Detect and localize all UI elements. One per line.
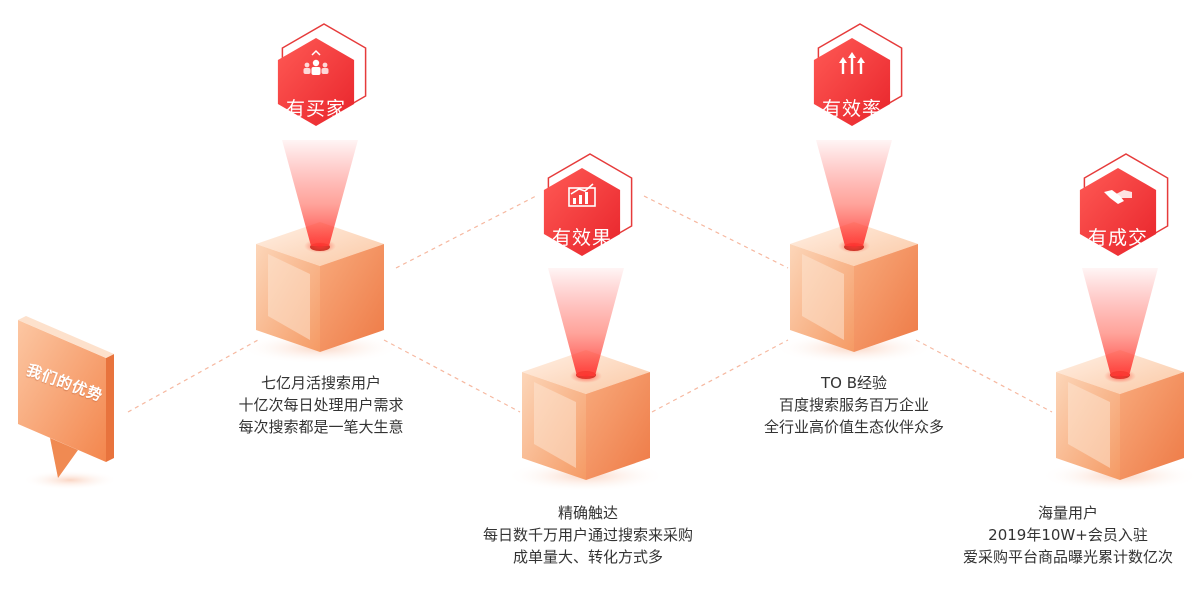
- hexagon-4: [1079, 153, 1169, 256]
- beam-cone: [282, 140, 358, 246]
- connector-lines: [127, 195, 1053, 413]
- caption-line: 2019年10W+会员入驻: [988, 526, 1148, 544]
- cube-inner-panel: [534, 382, 576, 468]
- hexagon-fill: [543, 168, 621, 256]
- hexagon-fill: [1079, 168, 1157, 256]
- caption-line: 精确触达: [557, 504, 618, 522]
- hexagon-fill: [277, 38, 355, 126]
- hex-label-deals: 有成交: [1087, 227, 1148, 249]
- caption-line: 十亿次每日处理用户需求: [238, 396, 404, 414]
- hexagons-layer: [277, 23, 1169, 256]
- cube-4: [1040, 350, 1200, 492]
- beam-glow: [1104, 369, 1136, 383]
- caption-line: 每次搜索都是一笔大生意: [238, 418, 404, 436]
- cube-inner-panel: [802, 254, 844, 340]
- caption-line: 全行业高价值生态伙伴众多: [763, 418, 944, 436]
- cube-2: [506, 350, 666, 492]
- our-advantages-sign: [18, 316, 118, 490]
- beam-cone: [816, 140, 892, 246]
- caption-line: 百度搜索服务百万企业: [778, 396, 929, 414]
- hex-label-results: 有效果: [551, 227, 612, 249]
- buyers-icon: [303, 49, 329, 75]
- caption-line: 成单量大、转化方式多: [512, 548, 663, 566]
- caption-line: TO B经验: [820, 374, 888, 392]
- beam-glow: [838, 239, 870, 253]
- growth-chart-icon: [568, 183, 596, 207]
- cube-inner-panel: [1068, 382, 1110, 468]
- caption-line: 七亿月活搜索用户: [260, 374, 381, 392]
- hexagon-fill: [813, 38, 891, 126]
- cube-right-face: [586, 372, 650, 480]
- caption-line: 海量用户: [1037, 504, 1098, 522]
- light-beam-2: [548, 268, 624, 383]
- caption-block-3: TO B经验 百度搜索服务百万企业 全行业高价值生态伙伴众多: [734, 372, 974, 438]
- handshake-icon: [1104, 190, 1132, 204]
- caption-block-2: 精确触达 每日数千万用户通过搜索来采购 成单量大、转化方式多: [468, 502, 708, 568]
- rising-arrows-icon: [839, 52, 865, 74]
- hexagon-1: [277, 23, 367, 126]
- beam-glow: [304, 239, 336, 253]
- light-beam-4: [1082, 268, 1158, 383]
- cube-inner-panel: [268, 254, 310, 340]
- caption-line: 爱采购平台商品曝光累计数亿次: [962, 548, 1173, 566]
- caption-line: 每日数千万用户通过搜索来采购: [482, 526, 693, 544]
- hexagon-3: [813, 23, 903, 126]
- light-beam-3: [816, 140, 892, 253]
- cube-right-face: [1120, 372, 1184, 480]
- light-beam-1: [282, 140, 358, 253]
- beam-cone: [1082, 268, 1158, 376]
- caption-block-1: 七亿月活搜索用户 十亿次每日处理用户需求 每次搜索都是一笔大生意: [201, 372, 441, 438]
- hexagon-2: [543, 153, 633, 256]
- cube-right-face: [320, 244, 384, 352]
- hex-label-buyers: 有买家: [285, 98, 346, 120]
- beams-layer: [282, 140, 1158, 383]
- caption-block-4: 海量用户 2019年10W+会员入驻 爱采购平台商品曝光累计数亿次: [948, 502, 1188, 568]
- beam-cone: [548, 268, 624, 376]
- hex-label-efficiency: 有效率: [821, 98, 882, 120]
- cube-right-face: [854, 244, 918, 352]
- beam-glow: [570, 369, 602, 383]
- cubes-layer: [240, 222, 1200, 492]
